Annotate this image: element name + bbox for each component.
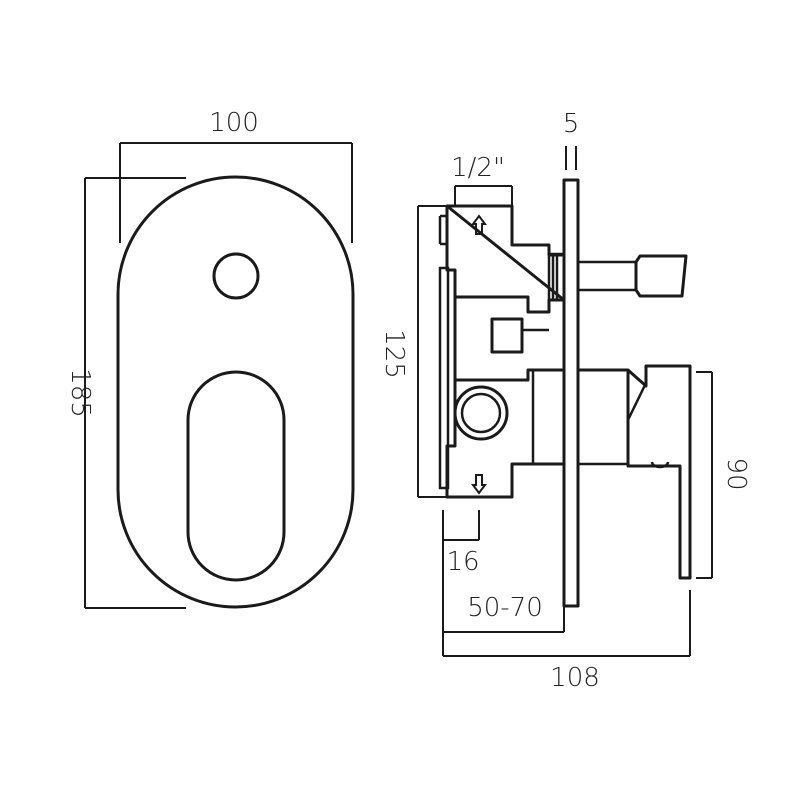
handle-height-label: 90 bbox=[721, 457, 751, 490]
flow-down-arrow-icon bbox=[471, 474, 487, 495]
body-height-label: 125 bbox=[379, 329, 409, 379]
handle-height-dimension: 90 bbox=[696, 371, 751, 579]
outlet-port-inner bbox=[460, 392, 502, 434]
body-height-dimension: 125 bbox=[379, 205, 447, 498]
total-depth-label: 108 bbox=[550, 663, 600, 693]
connection-dimension: 1/2" bbox=[451, 153, 513, 206]
outlet-offset-dimension: 16 bbox=[442, 510, 480, 577]
outlet-port bbox=[453, 385, 509, 441]
body-back-flange bbox=[438, 266, 450, 490]
diverter-knob bbox=[212, 252, 260, 300]
cartridge-block bbox=[490, 317, 524, 354]
valve-body-lower bbox=[445, 297, 564, 499]
valve-body bbox=[445, 204, 566, 314]
width-dimension: 100 bbox=[119, 108, 353, 243]
front-view: 100 185 bbox=[65, 108, 355, 609]
outlet-offset-label: 16 bbox=[446, 547, 479, 577]
wall-depth-dimension: 50-70 bbox=[442, 540, 565, 633]
lever-side-profile bbox=[531, 364, 692, 580]
connection-label: 1/2" bbox=[451, 153, 505, 183]
faceplate-outline bbox=[116, 175, 355, 609]
width-label: 100 bbox=[209, 108, 259, 138]
plate-thickness-label: 5 bbox=[563, 109, 580, 139]
height-dimension: 185 bbox=[65, 177, 186, 609]
total-depth-dimension: 108 bbox=[442, 590, 691, 693]
flow-up-arrow-icon bbox=[471, 214, 487, 235]
diverter-spindle bbox=[547, 252, 688, 302]
plate-thickness-dimension: 5 bbox=[563, 109, 580, 170]
wall-plate bbox=[562, 178, 580, 608]
height-label: 185 bbox=[65, 368, 95, 418]
wall-depth-label: 50-70 bbox=[467, 593, 543, 623]
side-view: 5 1/2" 125 16 50-70 bbox=[379, 109, 751, 693]
lever-handle bbox=[186, 370, 286, 582]
